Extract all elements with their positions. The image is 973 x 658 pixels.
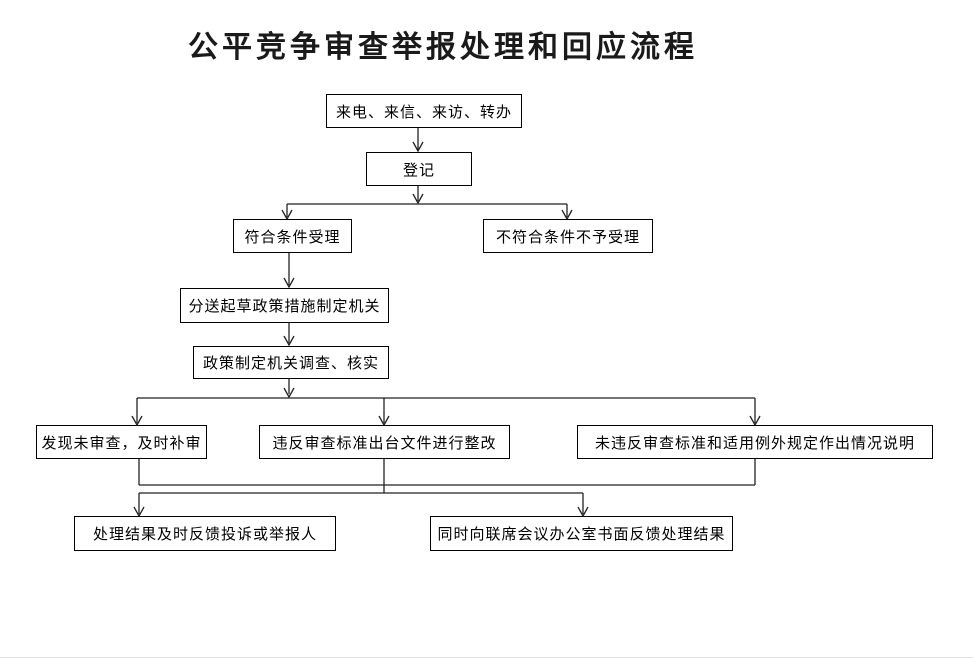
node-accept: 符合条件受理 — [233, 219, 352, 253]
node-explain: 未违反审查标准和适用例外规定作出情况说明 — [577, 425, 933, 459]
node-intake: 来电、来信、来访、转办 — [326, 94, 522, 128]
node-reject: 不符合条件不予受理 — [483, 219, 653, 253]
edge-split-supplement — [131, 398, 143, 427]
edge-split-rectify — [378, 398, 390, 427]
node-feedback-office: 同时向联席会议办公室书面反馈处理结果 — [430, 516, 733, 551]
node-feedback-reporter: 处理结果及时反馈投诉或举报人 — [74, 516, 336, 551]
node-forward: 分送起草政策措施制定机关 — [180, 288, 389, 323]
edge-split-explain — [749, 398, 761, 427]
node-register: 登记 — [366, 152, 472, 186]
edge-forward-investigate — [283, 323, 295, 347]
edge-intake-register — [412, 128, 424, 153]
edge-investigate-split — [137, 379, 755, 399]
edge-accept-forward — [283, 253, 295, 289]
edge-split-accept — [281, 204, 293, 221]
node-rectify: 违反审查标准出台文件进行整改 — [259, 425, 510, 459]
node-investigate: 政策制定机关调查、核实 — [193, 346, 389, 379]
edge-register-split — [287, 186, 567, 205]
edge-bus-feedback-reporter — [133, 493, 145, 518]
diagram-title: 公平竞争审查举报处理和回应流程 — [188, 31, 698, 64]
edge-split-reject — [561, 204, 573, 221]
bus-results-collect — [138, 459, 756, 493]
edge-bus-feedback-office — [577, 493, 589, 518]
node-supplement-review: 发现未审查，及时补审 — [36, 425, 207, 459]
